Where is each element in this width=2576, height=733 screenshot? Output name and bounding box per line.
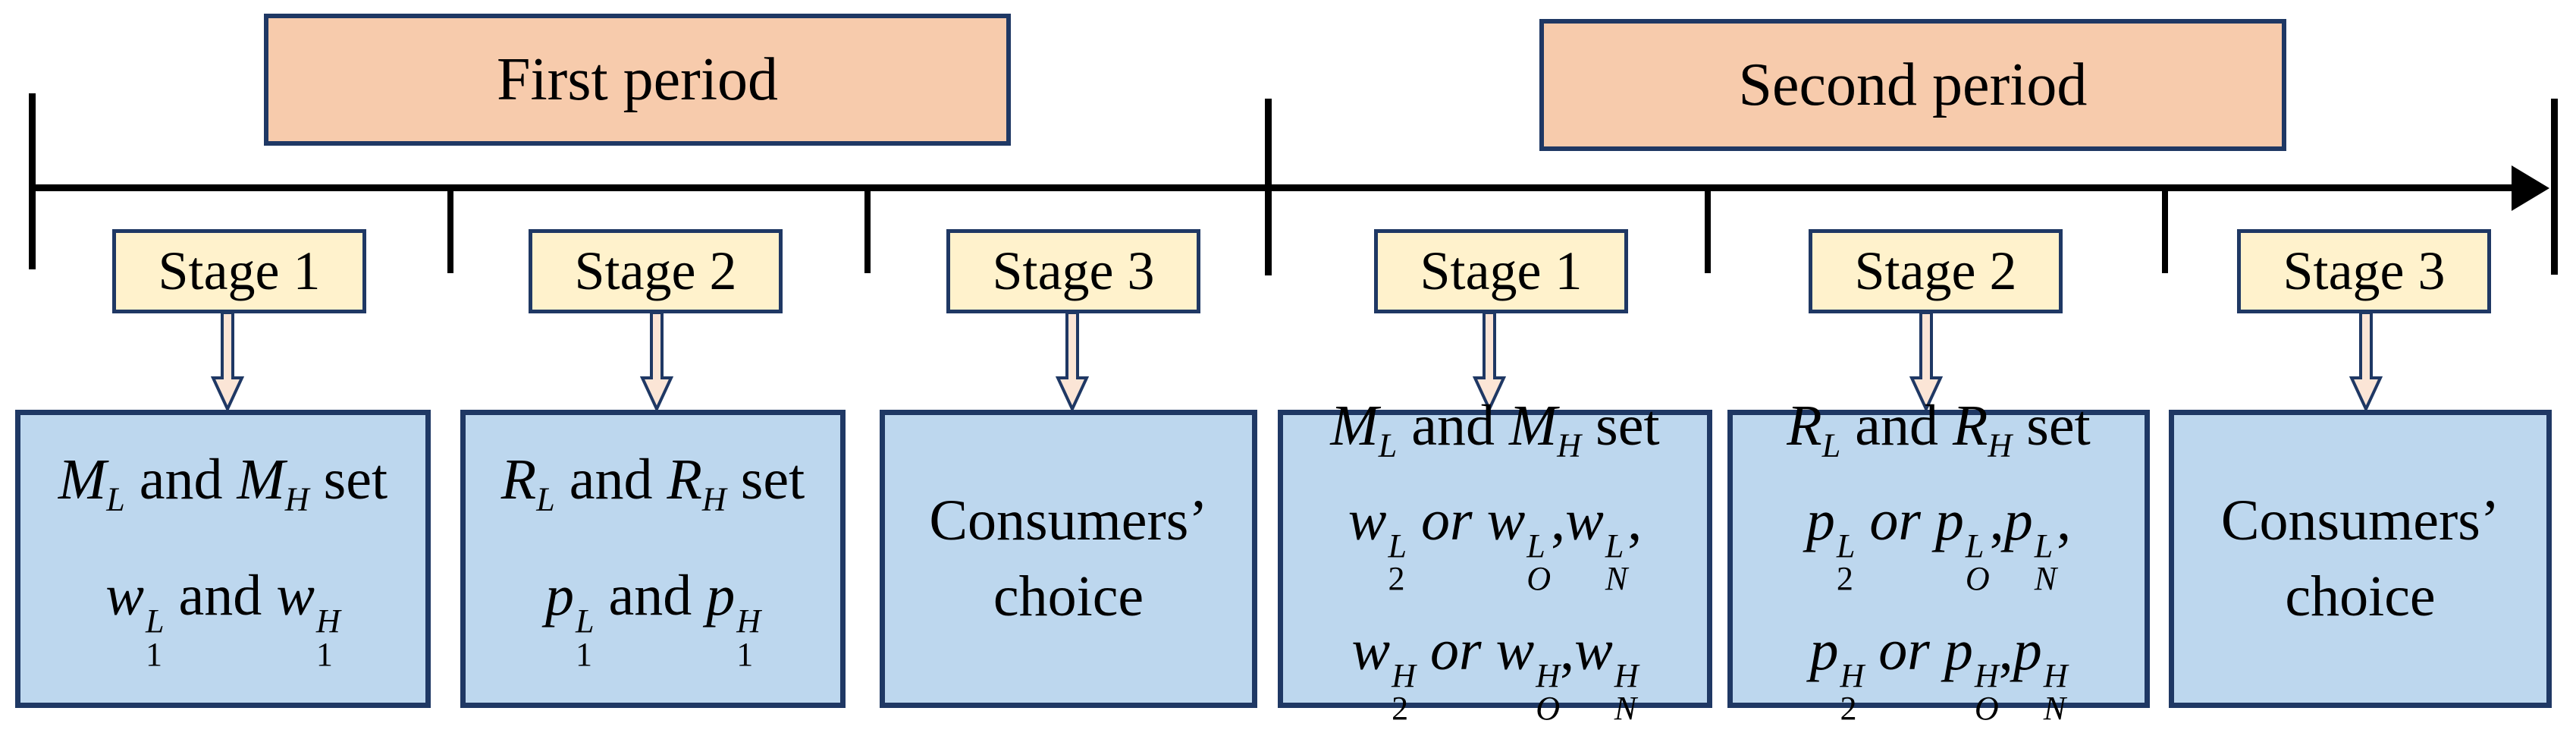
- stage-divider-tick: [2162, 186, 2168, 273]
- stage-label-p1-s3: Stage 3: [946, 229, 1200, 313]
- down-arrow-icon: [1909, 313, 1943, 411]
- stage-label-p2-s3: Stage 3: [2237, 229, 2491, 313]
- stage-label-p1-s2: Stage 2: [529, 229, 783, 313]
- down-arrow-icon: [640, 313, 673, 411]
- stage-label-text: Stage 2: [574, 241, 737, 301]
- box-consumers-choice-period2: Consumers’ choice: [2169, 410, 2552, 708]
- stage-divider-tick: [1705, 186, 1711, 273]
- stage-label-text: Stage 3: [2283, 241, 2446, 301]
- period-start-tick: [29, 93, 36, 269]
- period-header-first: First period: [264, 14, 1011, 146]
- stage-label-p2-s2: Stage 2: [1809, 229, 2063, 313]
- down-arrow-icon: [2349, 313, 2383, 411]
- down-arrow-icon: [211, 313, 244, 411]
- math-line: choice: [993, 564, 1144, 628]
- stage-label-p1-s1: Stage 1: [112, 229, 366, 313]
- stage-label-text: Stage 1: [1420, 241, 1583, 301]
- box-consumers-choice-period1: Consumers’ choice: [880, 410, 1257, 708]
- period-header-second: Second period: [1539, 19, 2286, 151]
- period-divider-tick: [1265, 99, 1272, 275]
- stage-divider-tick: [864, 186, 871, 273]
- timeline-axis: [32, 184, 2533, 191]
- math-line: ML and MH set: [1330, 393, 1660, 464]
- math-line: Consumers’: [2220, 489, 2500, 553]
- period-end-tick: [2551, 99, 2558, 275]
- math-line: Consumers’: [929, 489, 1208, 553]
- period-header-second-label: Second period: [1738, 51, 2088, 118]
- period-header-first-label: First period: [496, 46, 779, 113]
- down-arrow-icon: [1473, 313, 1506, 411]
- math-line: choice: [2285, 564, 2436, 628]
- stage-divider-tick: [447, 186, 453, 273]
- timeline-arrowhead-icon: [2512, 165, 2549, 211]
- math-line: RL and RH set: [500, 448, 805, 518]
- stage-label-text: Stage 1: [158, 241, 321, 301]
- stage-label-p2-s1: Stage 1: [1374, 229, 1628, 313]
- math-line: RL and RH set: [1787, 393, 2091, 464]
- down-arrow-icon: [1056, 313, 1089, 411]
- math-line: ML and MH set: [58, 448, 388, 518]
- stage-label-text: Stage 3: [992, 241, 1155, 301]
- stage-label-text: Stage 2: [1854, 241, 2017, 301]
